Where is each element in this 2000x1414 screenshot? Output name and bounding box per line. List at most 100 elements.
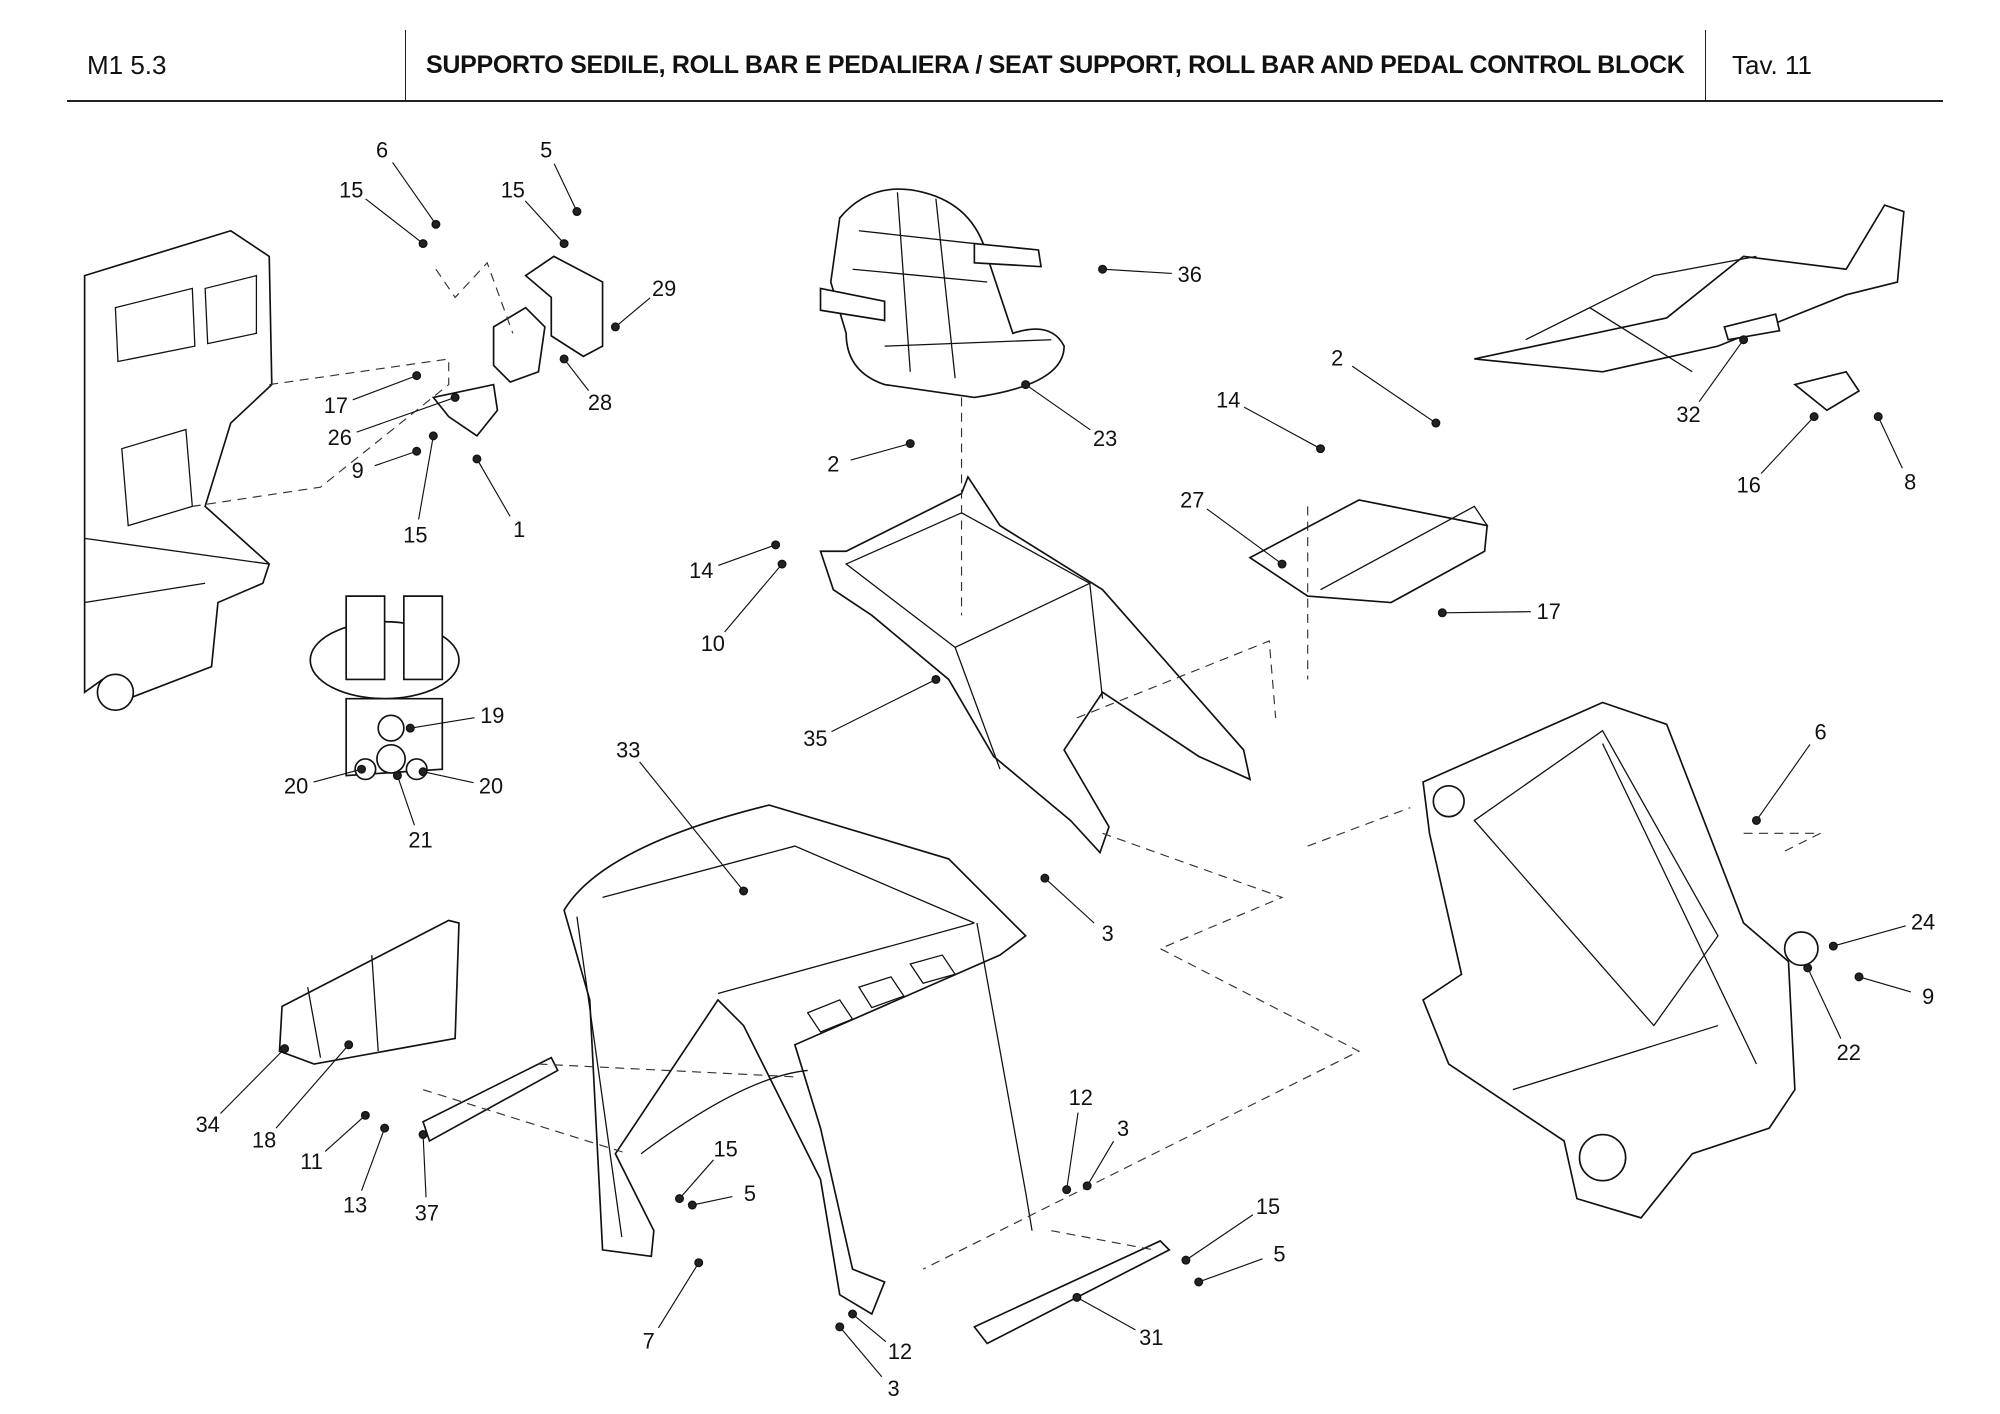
fastener-marker [1803, 963, 1813, 973]
callout-label: 20 [284, 774, 308, 799]
leader-line [692, 1195, 733, 1206]
leader-line [1198, 1258, 1263, 1283]
callout-label: 26 [328, 425, 352, 450]
leader-line [1044, 877, 1095, 924]
fastener-marker [431, 219, 441, 229]
leader-line [313, 768, 362, 783]
leader-line [1185, 1214, 1254, 1261]
fastener-marker [905, 439, 915, 449]
fastener-marker [405, 723, 415, 733]
callout-label: 9 [1922, 984, 1934, 1009]
leader-line [324, 1114, 366, 1152]
callout-label: 28 [588, 390, 612, 415]
fastener-marker [1828, 941, 1838, 951]
main-chassis [1422, 701, 1819, 1219]
leader-line [1760, 416, 1815, 474]
callout-label: 24 [1911, 909, 1935, 934]
leader-line [356, 396, 456, 433]
callout-label: 15 [501, 177, 525, 202]
callout-label: 6 [376, 138, 388, 163]
callout-label: 20 [479, 774, 503, 799]
leader-line [839, 1326, 883, 1378]
leader-line [1102, 268, 1172, 275]
leader-line [422, 771, 474, 784]
leader-line [1243, 406, 1321, 450]
callout-label: 36 [1178, 262, 1202, 287]
leader-line [1877, 416, 1903, 469]
fastener-marker [1072, 1292, 1082, 1302]
fastener-marker [559, 354, 569, 364]
machine-frame-left [83, 229, 273, 712]
step-bar [973, 1239, 1171, 1345]
callout-label: 18 [252, 1127, 276, 1152]
fastener-marker [694, 1258, 704, 1268]
callout-label: 2 [827, 452, 839, 477]
fastener-marker [357, 764, 367, 774]
fastener-marker [472, 454, 482, 464]
callout-label: 5 [1273, 1241, 1285, 1266]
fastener-marker [428, 431, 438, 441]
leader-line [657, 1262, 700, 1329]
callout-label: 5 [744, 1181, 756, 1206]
callout-label: 17 [1537, 599, 1561, 624]
fastener-marker [1098, 264, 1108, 274]
fastener-marker [1194, 1277, 1204, 1287]
callout-label: 37 [415, 1200, 439, 1225]
leader-line [1066, 1112, 1079, 1190]
fastener-marker [1062, 1185, 1072, 1195]
fastener-marker [412, 371, 422, 381]
fastener-marker [1277, 559, 1287, 569]
leader-line [724, 563, 783, 633]
callout-label: 17 [324, 393, 348, 418]
leader-line [410, 717, 475, 729]
fastener-marker [1854, 972, 1864, 982]
roll-bar [563, 804, 1033, 1316]
fastener-marker [777, 559, 787, 569]
fastener-marker [1316, 444, 1325, 454]
leader-line [476, 458, 511, 517]
callout-label: 6 [1814, 720, 1826, 745]
fastener-marker [771, 540, 781, 550]
fastener-marker [1751, 815, 1761, 825]
leader-line [396, 775, 415, 826]
leader-line [275, 1044, 350, 1129]
fastener-marker [450, 392, 460, 402]
callout-label: 9 [352, 458, 364, 483]
callout-label: 3 [1117, 1116, 1129, 1141]
callout-label: 11 [300, 1149, 323, 1174]
fastener-marker [380, 1123, 390, 1133]
fastener-marker [559, 239, 569, 249]
fastener-marker [418, 239, 428, 249]
callout-label: 32 [1676, 402, 1700, 427]
callout-label: 16 [1737, 472, 1761, 497]
fastener-marker [412, 446, 422, 456]
seat [819, 188, 1065, 399]
callout-label: 29 [652, 276, 676, 301]
leader-line [365, 198, 424, 245]
callout-label: 1 [513, 517, 525, 542]
callout-label: 15 [403, 522, 427, 547]
fastener-marker [1082, 1181, 1092, 1191]
fastener-marker [280, 1044, 290, 1054]
side-panel [278, 919, 460, 1065]
callout-label: 21 [408, 827, 432, 852]
leader-line [850, 443, 911, 461]
leader-line [831, 678, 937, 733]
assembly-lines [422, 397, 1821, 1270]
leader-line [1698, 339, 1745, 403]
fastener-marker [418, 1130, 428, 1140]
callout-label: 10 [701, 631, 725, 656]
fastener-marker [1873, 412, 1883, 422]
fastener-marker [1181, 1255, 1191, 1265]
fastener-marker [1437, 608, 1447, 618]
leader-line [524, 200, 565, 244]
bracket-assembly [192, 255, 604, 507]
leader-line [1442, 611, 1531, 614]
fastener-marker [1739, 335, 1749, 345]
callout-label: 15 [1256, 1194, 1280, 1219]
page-title: SUPPORTO SEDILE, ROLL BAR E PEDALIERA / … [405, 30, 1685, 100]
fastener-marker [1809, 412, 1819, 422]
leader-line [639, 761, 745, 892]
